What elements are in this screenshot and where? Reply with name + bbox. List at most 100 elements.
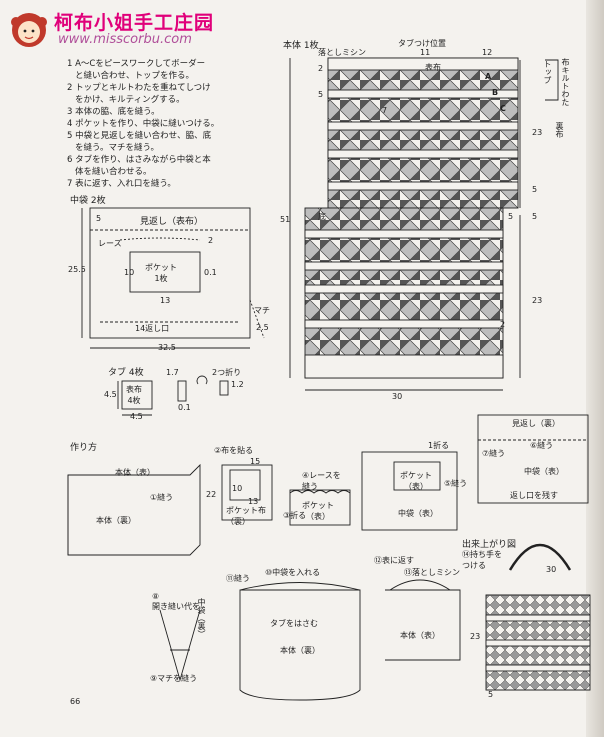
s12-step: ⑫表に返す [374,556,414,565]
dim-p2: 0.1 [204,268,217,277]
doll-icon [11,13,47,47]
hontai-dim-h: 51 [280,215,291,224]
s5-step: ⑤縫う [444,479,468,488]
nakabukuro-title: 中袋 2枚 [70,196,106,206]
s2-fold: ③折る [283,511,307,520]
tab-dim-b: 0.1 [178,403,191,412]
hontai-dim-r2: 5 [532,185,538,194]
s5-nakabukuro: 中袋（表） [398,509,438,518]
s4-pocket: ポケット （表） [302,501,334,521]
s1-step: ①縫う [150,493,174,502]
s11-step: ⑪縫う [226,574,250,583]
step-line: と縫い合わせ、トップを作る。 [75,71,195,81]
s10-tab: タブをはさむ [270,619,318,628]
dim-p1: 10 [124,268,135,277]
howto-diagrams [67,414,589,701]
kiruto-label: 布キルトわた [561,58,570,106]
tab-dim-c: 1.2 [231,380,244,389]
step-line: を縫う。マチを縫う。 [75,143,159,153]
uraura-label: 裏布 [555,122,564,138]
hontai-dim-r4: 23 [532,296,543,305]
book-spine [586,0,604,737]
s2-d1: 15 [250,457,261,466]
finish-d3: 5 [488,690,494,699]
s8-label: ⑧ 開き縫い代を [152,592,200,611]
tab-dim-h: 4.5 [104,390,117,399]
hontai-diagram [289,57,559,391]
s1-label: 本体（表） [115,468,155,477]
soko-label: 底 [318,212,326,221]
s2-step: ②布を貼る [214,446,254,455]
machi-label: マチ [254,306,270,315]
tab-fold: 2つ折り [212,368,242,377]
abc-b: B [492,88,499,97]
s6-naka: 中袋（表） [524,467,564,476]
s8-naka: 中袋（裏） [197,598,206,638]
page-number: 66 [70,697,81,706]
s6-s8: ⑥縫う [530,441,554,450]
s4-step: ④レースを 縫う [302,471,341,491]
omote-label: 表布 [425,63,441,72]
s9-step: ⑨マチを縫う [150,674,198,683]
ochishishin-label: 落としミシン [318,48,366,57]
s5-pocket: ポケット （表） [400,471,432,491]
hontai-dim-r3: 5 [532,212,538,221]
dim-height: 25.5 [68,265,86,274]
step-line: 1 A～Cをピースワークしてボーダー [67,59,206,69]
instruction-steps: 1 A～Cをピースワークしてボーダー と縫い合わせ、トップを作る。 2 トップと… [67,58,277,190]
hontai-dim-l2: 5 [318,90,324,99]
hontai-dim-t2: 12 [482,48,493,57]
s10-step: ⑩中袋を入れる [265,568,321,577]
step-line: 7 表に返す、入れ口を縫う。 [67,179,176,189]
hontai-dim-r1: 23 [532,128,543,137]
pocket-label: ポケット 1枚 [145,263,177,283]
tab-title: タブ 4枚 [108,368,144,378]
site-logo: 柯布小姐手工庄园 www.misscorbu.com [4,6,224,52]
tab-dim-w: 4.5 [130,412,143,421]
howto-heading: 作り方 [70,443,98,453]
dim-p4: 2 [208,236,214,245]
abc-a: A [485,72,492,81]
finished-bag [485,543,591,691]
hontai-dim-t1: 11 [420,48,431,57]
tab-diagram [117,375,229,416]
nakabukuro-diagram [81,207,265,349]
s2-d4: 13 [248,497,259,506]
step-line: 体を縫い合わせる。 [75,167,152,177]
step-line: 3 本体の脇、底を縫う。 [67,107,160,117]
finish-d1: 30 [546,565,557,574]
hontai-title: 本体 1枚 [283,41,319,51]
finish-step: ⑭持ち手を つける [462,550,502,570]
mikaeshi-label: 見返し（表布） [140,217,204,227]
hontai-dim-m2: 2 [500,320,506,329]
hontai-dim-l1: 2 [318,64,324,73]
hontai-dim-m5: 5 [508,212,514,221]
toppu-label: トップ [543,60,552,84]
dim-top: 5 [96,214,102,223]
s13-step: ⑬落としミシン [404,568,460,577]
s5-fold: 1折る [428,441,450,450]
s12-hontai: 本体（表） [400,631,440,640]
abc-c: C [500,104,506,113]
s2-pocket: ポケット布 （裏） [226,506,266,526]
s10-hontai: 本体（裏） [280,646,320,655]
tabu-label: タブつけ位置 [398,39,446,48]
hontai-dim-w: 30 [392,392,403,401]
tab-box-label: 表布 4枚 [126,385,142,405]
s6-gaeshi: 返し口を残す [510,491,558,500]
bottom-label: 14返し口 [135,324,170,333]
dim-p5: 2.5 [256,323,269,332]
logo-title: 柯布小姐手工庄园 [54,12,215,34]
step-line: 2 トップとキルトわたを重ねてしつけ [67,83,211,93]
s6-mikaeshi: 見返し（裏） [512,419,560,428]
s6-step: ⑦縫う [482,449,506,458]
logo-url: www.misscorbu.com [58,32,192,47]
step-line: 6 タブを作り、はさみながら中袋と本 [67,155,211,165]
s2-d3: 10 [232,484,243,493]
tab-dim-a: 1.7 [166,368,179,377]
finish-title: 出来上がり図 [462,540,517,550]
dim-p3: 13 [160,296,171,305]
lace-label: レース [98,239,122,248]
s1-sub: 本体（裏） [96,516,136,525]
dim-width: 32.5 [158,343,176,352]
